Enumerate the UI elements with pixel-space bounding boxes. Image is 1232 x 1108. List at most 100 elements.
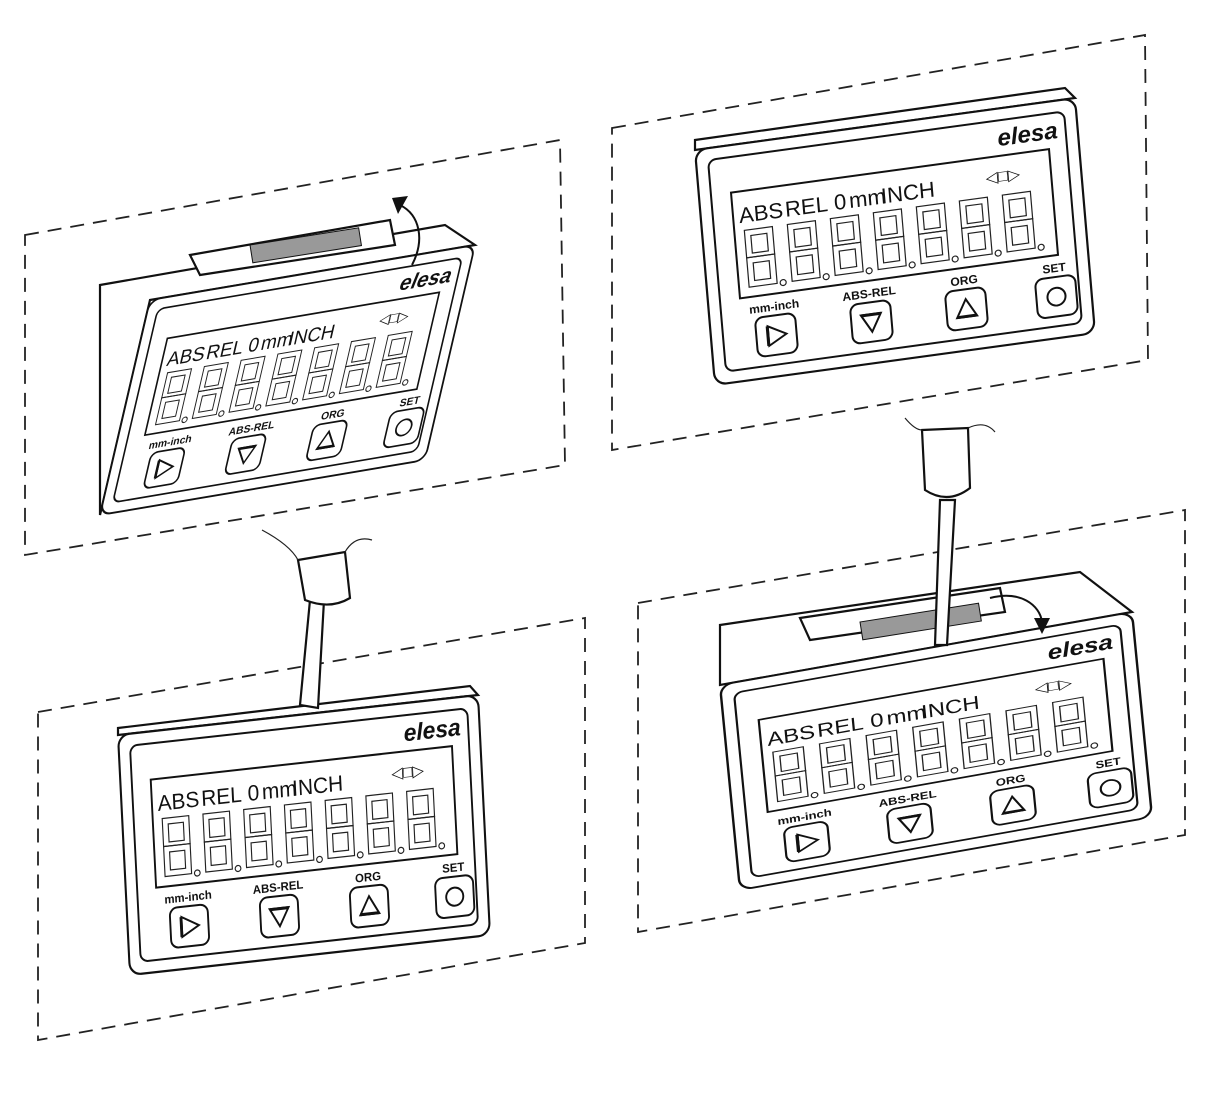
mm-indicator: mm xyxy=(261,776,297,804)
circle-icon xyxy=(1099,779,1122,797)
button-abs-rel[interactable]: ABS-REL xyxy=(252,878,305,939)
button-body[interactable] xyxy=(434,874,476,919)
triangle-up-icon xyxy=(358,894,382,917)
digit xyxy=(1001,190,1045,253)
button-body[interactable] xyxy=(886,802,934,844)
digit xyxy=(375,330,413,388)
direction-indicators: ◁□▷ xyxy=(377,308,410,329)
button-org[interactable]: ORG xyxy=(943,271,989,332)
circle-icon xyxy=(445,886,465,907)
digit xyxy=(324,796,364,860)
digit xyxy=(958,196,1002,259)
button-label: ORG xyxy=(995,772,1026,789)
button-body[interactable] xyxy=(348,883,390,929)
triangle-up-icon xyxy=(1001,794,1027,816)
digit xyxy=(772,746,819,803)
digit xyxy=(301,343,340,401)
button-mm-inch[interactable]: mm-inch xyxy=(749,296,804,358)
digit xyxy=(265,349,303,407)
button-body[interactable] xyxy=(849,299,894,345)
button-body[interactable] xyxy=(383,406,426,449)
button-label: mm-inch xyxy=(749,296,800,317)
device-inner-frame xyxy=(129,708,479,962)
inch-indicator: INCH xyxy=(292,771,344,801)
triangle-down-icon xyxy=(859,311,883,334)
lcd-display xyxy=(729,147,1060,300)
zero-indicator: 0 xyxy=(869,708,884,732)
lcd-display xyxy=(757,657,1114,814)
digit xyxy=(818,737,866,795)
device-bezel xyxy=(694,98,1096,385)
button-set[interactable]: SET xyxy=(434,859,476,919)
button-set[interactable]: SET xyxy=(383,393,429,449)
lcd-display xyxy=(143,291,441,437)
button-set[interactable]: SET xyxy=(1086,753,1135,809)
digit xyxy=(958,713,1005,770)
circle-icon xyxy=(1046,286,1067,307)
device-inner-frame xyxy=(707,111,1083,372)
button-mm-inch[interactable]: mm-inch xyxy=(164,888,214,949)
play-right-icon xyxy=(153,458,175,480)
button-label: ORG xyxy=(320,407,346,423)
zero-indicator: 0 xyxy=(247,780,260,806)
play-right-icon xyxy=(765,324,789,348)
triangle-up-icon xyxy=(314,429,335,451)
seven-segment-digits xyxy=(161,787,446,878)
digit xyxy=(338,336,377,395)
button-body[interactable] xyxy=(783,821,831,863)
button-body[interactable] xyxy=(224,433,267,475)
button-set[interactable]: SET xyxy=(1033,259,1079,319)
triangle-down-icon xyxy=(237,444,258,466)
seven-segment-digits xyxy=(772,696,1099,803)
button-body[interactable] xyxy=(258,893,300,939)
button-body[interactable] xyxy=(1034,274,1079,319)
button-org[interactable]: ORG xyxy=(988,770,1037,826)
device-bezel xyxy=(101,245,474,515)
button-body[interactable] xyxy=(754,312,799,358)
device-bezel xyxy=(719,613,1153,889)
rel-indicator: REL xyxy=(201,782,243,811)
curved-arrow-up-icon xyxy=(392,196,421,266)
play-right-icon xyxy=(179,915,201,939)
circle-icon xyxy=(395,418,413,437)
button-label: mm-inch xyxy=(164,888,212,907)
device-housing-2 xyxy=(693,86,1078,152)
button-body[interactable] xyxy=(168,903,210,949)
button-label: SET xyxy=(442,860,466,876)
digit xyxy=(743,225,787,288)
clip-slot-4 xyxy=(798,586,1007,642)
panel-cutout-frame-4 xyxy=(637,508,1186,934)
button-label: ORG xyxy=(950,272,978,289)
digit xyxy=(865,729,912,786)
digit xyxy=(872,208,916,271)
button-body[interactable] xyxy=(989,784,1037,826)
digit xyxy=(191,361,229,420)
button-org[interactable]: ORG xyxy=(306,406,352,462)
button-body[interactable] xyxy=(944,286,989,332)
button-body[interactable] xyxy=(306,419,349,462)
brand-logo: elesa xyxy=(403,714,461,747)
direction-indicators: ◁□▷ xyxy=(1034,675,1074,696)
device-inner-frame xyxy=(113,257,462,503)
button-body[interactable] xyxy=(143,447,186,489)
device-bezel xyxy=(117,695,491,975)
digit xyxy=(365,792,405,855)
rel-indicator: REL xyxy=(784,191,829,221)
digit xyxy=(161,814,201,878)
digit xyxy=(228,355,266,413)
spring-clip-1 xyxy=(249,227,363,264)
button-body[interactable] xyxy=(1086,767,1135,809)
button-label: SET xyxy=(398,394,421,409)
direction-indicators: ◁□▷ xyxy=(985,166,1021,188)
digit xyxy=(154,368,193,426)
screwdriver-2 xyxy=(904,417,996,647)
button-org[interactable]: ORG xyxy=(348,869,390,929)
digit xyxy=(829,214,873,277)
button-label: SET xyxy=(1042,260,1067,277)
spring-clip-4 xyxy=(859,602,982,641)
direction-indicators: ◁□▷ xyxy=(391,762,425,783)
